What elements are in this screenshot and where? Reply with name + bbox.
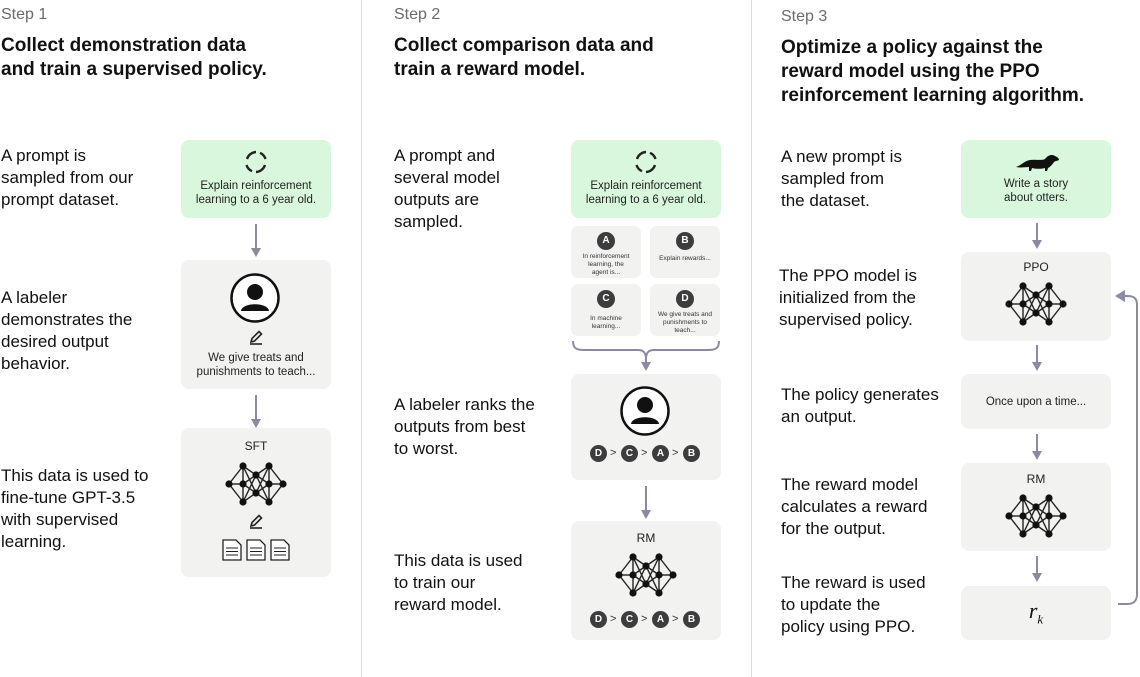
step-1-title: Collect demonstration data and train a s… <box>1 34 321 82</box>
step-2-row-1-description: A prompt and several model outputs are s… <box>394 146 500 231</box>
output-text: Explain rewards... <box>659 255 711 262</box>
rank-separator: > <box>641 447 648 459</box>
step-2-title: Collect comparison data and train a rewa… <box>394 34 724 82</box>
step-2-row-3-description: This data is used to train our reward mo… <box>394 551 523 614</box>
rank-separator: > <box>672 447 679 459</box>
person-icon <box>230 273 280 323</box>
document-icon <box>270 539 290 561</box>
pencil-icon <box>249 514 263 529</box>
prompt-text: Explain reinforcement learning to a 6 ye… <box>195 180 317 206</box>
rm-label: RM <box>1026 472 1046 486</box>
column-divider <box>751 0 752 677</box>
step-3-row-4-description: The reward model calculates a reward for… <box>781 475 928 538</box>
column-divider <box>361 0 362 677</box>
step-3-row-3-description: The policy generates an output. <box>781 385 939 426</box>
step-3-label: Step 3 <box>781 8 828 25</box>
step-3-title: Optimize a policy against the reward mod… <box>781 36 1121 108</box>
step-1-demonstration-card: We give treats and punishments to teach.… <box>181 260 331 389</box>
person-icon <box>620 386 670 436</box>
output-text: We give treats and punishments to teach.… <box>657 311 713 334</box>
sft-label: SFT <box>244 439 268 453</box>
output-card-a: A In reinforcement learning, the agent i… <box>571 226 641 278</box>
step-3-row-5-description: The reward is used to update the policy … <box>781 573 926 636</box>
rank-badge: A <box>652 611 669 628</box>
step-3-row-2-description: The PPO model is initialized from the su… <box>779 266 917 329</box>
rank-badge: C <box>621 445 638 462</box>
step-2-ranking-card: D > C > A > B <box>571 374 721 480</box>
title-line: reward model using the PPO <box>781 61 1040 82</box>
neural-network-icon <box>615 553 677 597</box>
document-icon <box>222 539 242 561</box>
step-1-row-3-description: This data is used to fine-tune GPT-3.5 w… <box>1 466 149 551</box>
reward-symbol: rk <box>1028 598 1044 627</box>
rank-badge: C <box>621 611 638 628</box>
down-arrow-icon <box>641 486 651 519</box>
neural-network-icon <box>225 462 287 506</box>
step-1-label: Step 1 <box>1 6 48 23</box>
output-card-d: D We give treats and punishments to teac… <box>650 284 720 336</box>
rank-separator: > <box>610 447 617 459</box>
prompt-text: Explain reinforcement learning to a 6 ye… <box>585 180 707 206</box>
feedback-loop-arrow-icon <box>1115 290 1138 605</box>
step-2-rm-card: RM D > C > A > B <box>571 521 721 640</box>
step-1-row-2-description: A labeler demonstrates the desired outpu… <box>1 288 133 373</box>
otter-icon <box>1016 155 1059 171</box>
step-1-sft-card: SFT <box>181 428 331 577</box>
output-card-c: C In machine learning... <box>571 284 641 336</box>
step-2-label: Step 2 <box>394 6 441 23</box>
output-text: Once upon a time... <box>985 396 1087 408</box>
output-badge: A <box>597 232 615 250</box>
refresh-icon <box>635 150 657 174</box>
title-line: Optimize a policy against the <box>781 37 1043 58</box>
rank-badge: D <box>590 445 607 462</box>
down-arrow-icon <box>251 395 261 428</box>
pencil-icon <box>249 330 263 345</box>
output-text: In reinforcement learning, the agent is.… <box>582 253 630 276</box>
step-3-output-card: Once upon a time... <box>961 374 1111 429</box>
step-3-prompt-card: Write a story about otters. <box>961 140 1111 218</box>
neural-network-icon <box>1005 494 1067 538</box>
rm-label: RM <box>636 531 656 545</box>
step-3-rm-card: RM <box>961 463 1111 551</box>
curly-brace-icon <box>572 340 720 371</box>
title-line: Collect comparison data and <box>394 35 654 56</box>
output-badge: D <box>676 290 694 308</box>
document-icon <box>246 539 266 561</box>
refresh-icon <box>245 150 267 174</box>
step-1-prompt-card: Explain reinforcement learning to a 6 ye… <box>181 140 331 218</box>
down-arrow-icon <box>1032 345 1042 371</box>
output-badge: B <box>676 232 694 250</box>
down-arrow-icon <box>1032 223 1042 249</box>
demonstration-text: We give treats and punishments to teach.… <box>196 352 316 378</box>
rank-separator: > <box>641 613 648 625</box>
prompt-text: Write a story about otters. <box>1003 178 1069 204</box>
output-badge: C <box>597 290 615 308</box>
rank-separator: > <box>672 613 679 625</box>
rank-separator: > <box>610 613 617 625</box>
rank-badge: B <box>683 611 700 628</box>
step-3-reward-card: rk <box>961 586 1111 640</box>
rank-badge: A <box>652 445 669 462</box>
rank-badge: B <box>683 445 700 462</box>
down-arrow-icon <box>251 224 261 257</box>
title-line: reinforcement learning algorithm. <box>781 85 1084 106</box>
output-text: In machine learning... <box>590 315 622 330</box>
rank-badge: D <box>590 611 607 628</box>
step-3-row-1-description: A new prompt is sampled from the dataset… <box>781 147 902 210</box>
step-2-prompt-card: Explain reinforcement learning to a 6 ye… <box>571 140 721 218</box>
down-arrow-icon <box>1032 556 1042 582</box>
neural-network-icon <box>1005 282 1067 326</box>
down-arrow-icon <box>1032 434 1042 460</box>
title-line: and train a supervised policy. <box>1 59 267 80</box>
title-line: train a reward model. <box>394 59 586 80</box>
step-1-row-1-description: A prompt is sampled from our prompt data… <box>1 146 134 209</box>
ppo-label: PPO <box>1023 260 1049 274</box>
title-line: Collect demonstration data <box>1 35 246 56</box>
output-card-b: B Explain rewards... <box>650 226 720 278</box>
step-3-ppo-card: PPO <box>961 252 1111 341</box>
step-2-row-2-description: A labeler ranks the outputs from best to… <box>394 395 535 458</box>
